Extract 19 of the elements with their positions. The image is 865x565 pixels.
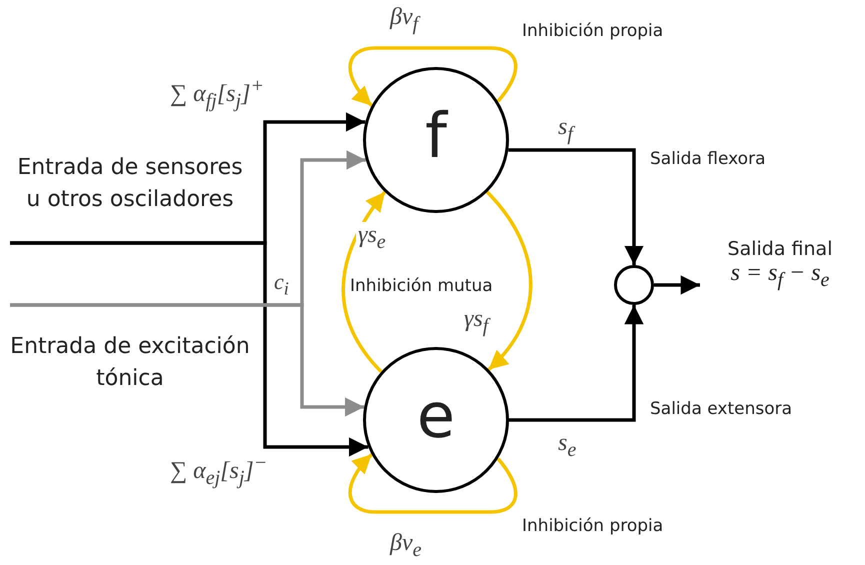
arrow <box>654 275 700 295</box>
inhibition-arrow <box>342 190 386 373</box>
input-label: Entrada de sensores u otros osciladores <box>10 125 250 243</box>
neuron-circle: e <box>363 347 509 493</box>
inhibition-arrow <box>486 190 532 371</box>
annotation-label: Inhibición propia <box>522 22 664 41</box>
arrow <box>10 241 368 457</box>
annotation-label: Inhibición propia <box>522 517 664 536</box>
inhibition-arrow <box>348 453 518 514</box>
arrow <box>508 305 644 422</box>
edge-label: βv$_{f}$ <box>388 4 420 35</box>
neuron-circle: f <box>363 67 509 213</box>
output-formula: s = s$_{f}$ − s$_{e}$ <box>730 260 830 292</box>
arrow <box>10 303 364 417</box>
summing-junction <box>614 265 654 305</box>
input-label: Entrada de excitación tónica <box>10 305 250 420</box>
arrow <box>508 148 644 265</box>
inhibition-arrow <box>348 46 518 107</box>
output-label: Salida final <box>728 238 832 260</box>
